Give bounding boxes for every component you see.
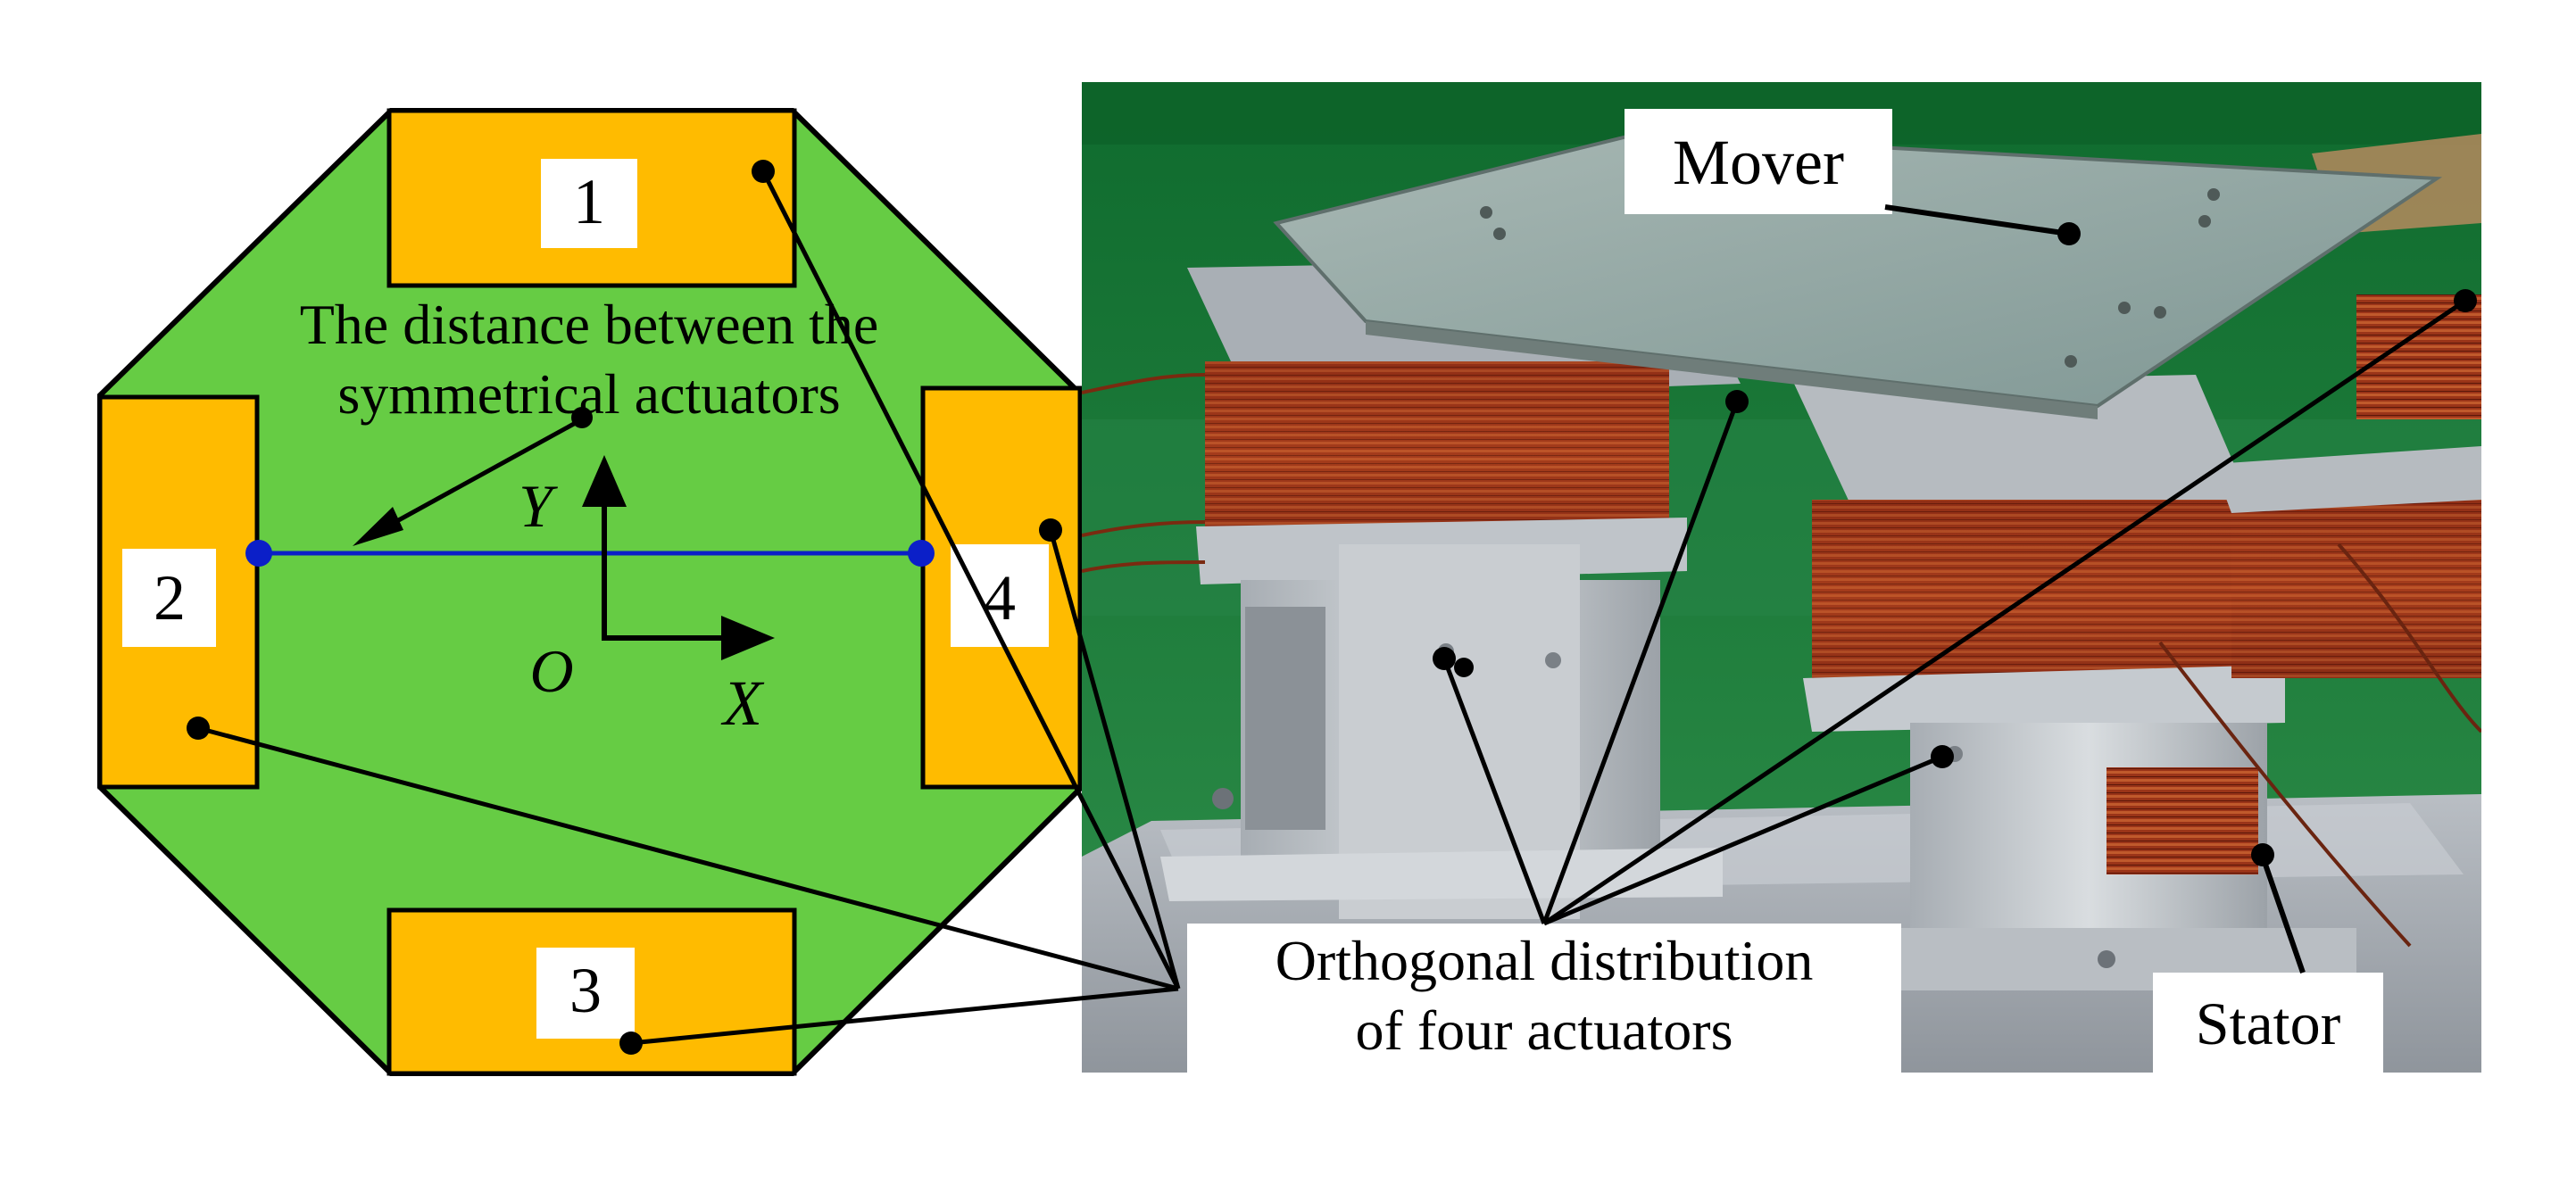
x-axis-label: X bbox=[720, 667, 765, 739]
orthogonal-label-line1: Orthogonal distribution bbox=[1276, 929, 1814, 992]
photo-actuator-dot-b bbox=[1454, 658, 1474, 677]
orthogonal-leader-lines bbox=[197, 170, 2467, 1046]
distance-endpoint-right bbox=[908, 540, 935, 567]
origin-label: O bbox=[529, 637, 573, 705]
stator-leader-line bbox=[2260, 856, 2306, 973]
stator-label-box bbox=[2153, 973, 2383, 1073]
x-axis-arrowhead bbox=[721, 616, 775, 660]
actuator-3: 3 bbox=[386, 907, 797, 1076]
stator-leader-dot bbox=[2251, 843, 2274, 866]
y-axis-arrowhead bbox=[582, 455, 627, 507]
actuator-layout-diagram: 1 2 3 4 The distance between bbox=[97, 108, 1084, 1076]
leader-to-actuator-3 bbox=[630, 986, 1179, 1046]
prototype-photo: Mover Stator Orthogonal distribution of … bbox=[1082, 82, 2481, 1073]
leader-to-actuator-2 bbox=[197, 725, 1179, 991]
stator-label: Stator bbox=[2196, 990, 2341, 1057]
orthogonal-label-line2: of four actuators bbox=[1356, 998, 1733, 1062]
leader-to-actuator-1 bbox=[760, 170, 1181, 990]
actuator-3-label: 3 bbox=[569, 955, 602, 1026]
actuator-2: 2 bbox=[97, 394, 260, 790]
mover-leader-line bbox=[1884, 204, 2070, 236]
coordinate-axes: Y O X bbox=[519, 455, 775, 739]
leader-to-photo-a bbox=[1442, 658, 1547, 924]
photo-actuator-right bbox=[2214, 294, 2481, 678]
leader-to-photo-e bbox=[1542, 298, 2467, 926]
leader-to-photo-c bbox=[1541, 401, 1740, 924]
mover-leader-dot bbox=[2057, 222, 2081, 245]
mover-label: Mover bbox=[1673, 127, 1844, 198]
actuator-1-label: 1 bbox=[573, 166, 605, 237]
distance-leader-arrowhead bbox=[353, 507, 403, 546]
photo-mover-plate bbox=[1273, 131, 2443, 419]
distance-endpoint-left bbox=[245, 540, 272, 567]
photo-actuator-center bbox=[1794, 375, 2356, 990]
leader-to-photo-d bbox=[1543, 754, 1943, 926]
actuator-4-label: 4 bbox=[984, 562, 1016, 634]
y-axis-label: Y bbox=[519, 472, 558, 540]
distance-label-line1: The distance between the bbox=[300, 293, 879, 356]
actuator-4: 4 bbox=[920, 385, 1083, 790]
distance-leader-line bbox=[366, 417, 584, 540]
distance-leader-dot bbox=[571, 407, 593, 428]
actuator-2-label: 2 bbox=[154, 562, 186, 634]
leader-to-actuator-4 bbox=[1048, 529, 1181, 990]
mover-label-box bbox=[1625, 109, 1892, 214]
orthogonal-label-box bbox=[1187, 924, 1901, 1073]
actuator-1: 1 bbox=[386, 108, 797, 288]
